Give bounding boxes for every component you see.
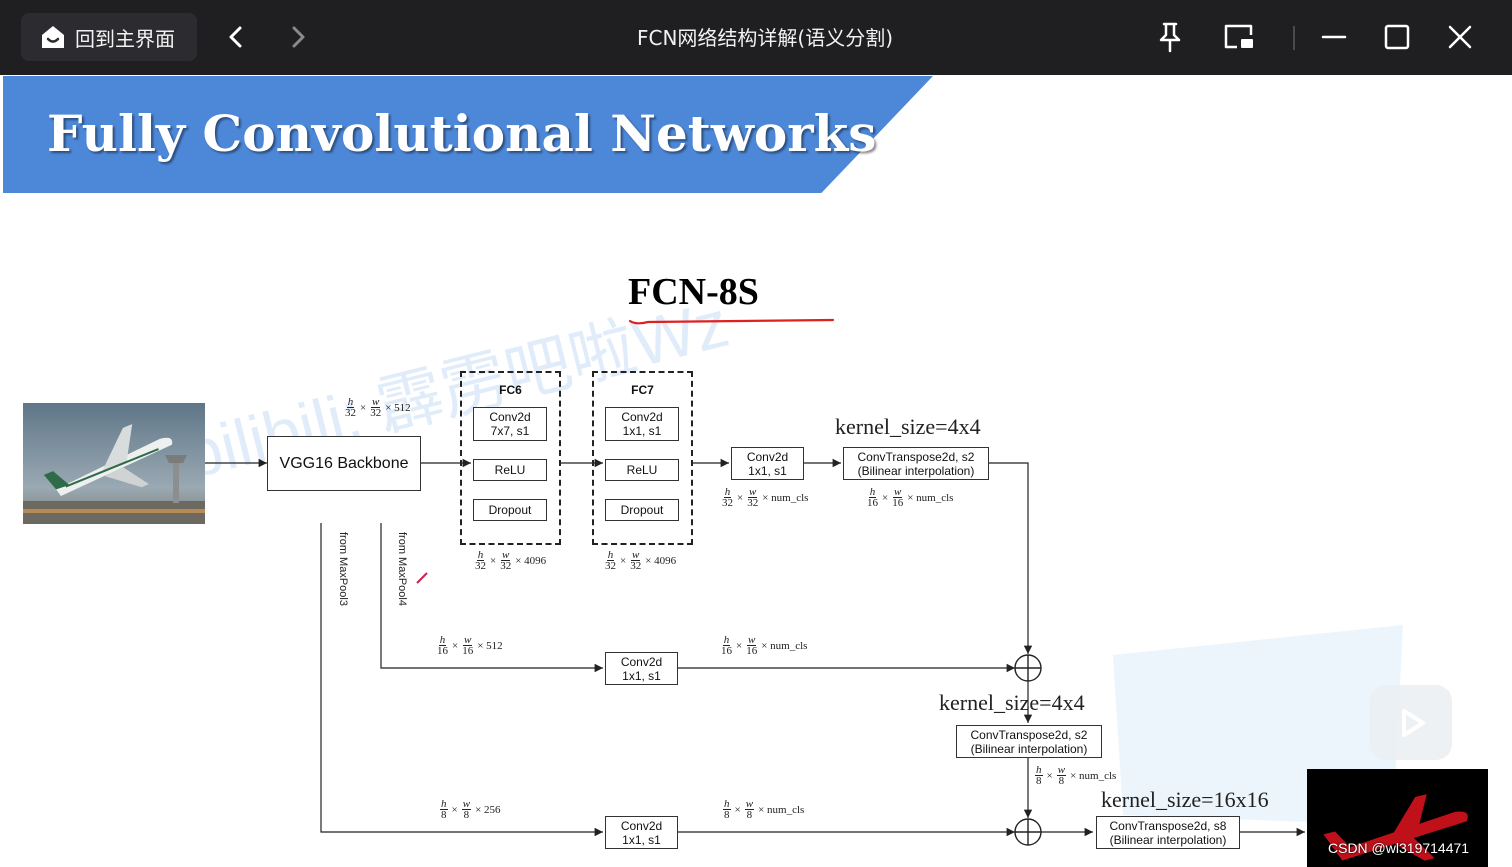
home-icon (39, 23, 67, 51)
slide-heading: FCN-8S (628, 271, 759, 313)
from-maxpool4-label: from MaxPool4 (396, 532, 408, 606)
sum-node (1014, 654, 1042, 846)
fc6-dropout-layer: Dropout (473, 499, 547, 521)
fc6-relu-label: ReLU (494, 463, 526, 477)
chevron-right-icon[interactable] (280, 19, 316, 55)
window-title: FCN网络结构详解(语义分割) (636, 26, 894, 50)
transpose-conv-3: ConvTranspose2d, s8(Bilinear interpolati… (1096, 816, 1240, 849)
fc6-dropout-label: Dropout (488, 503, 532, 517)
pen-cursor-icon (416, 572, 428, 584)
fc6-conv-line2: 7x7, s1 (490, 424, 530, 438)
dim-h: h (346, 396, 355, 408)
from-maxpool3-label: from MaxPool3 (337, 532, 349, 606)
maximize-icon[interactable] (1379, 19, 1415, 55)
slide-banner-title: Fully Convolutional Networks (47, 104, 877, 163)
play-icon (1402, 708, 1425, 737)
home-button-label: 回到主界面 (75, 26, 175, 51)
transpose-conv-2: ConvTranspose2d, s2(Bilinear interpolati… (956, 725, 1102, 758)
slide-canvas: Fully Convolutional Networks bilibili: 霹… (3, 75, 1509, 867)
fc7-title: FC7 (631, 383, 654, 397)
heading-underline-mark (628, 318, 835, 325)
picture-in-picture-icon[interactable] (1221, 19, 1257, 55)
fc6-conv-line1: Conv2d (489, 410, 531, 424)
fc6-block (460, 371, 561, 545)
fc7-relu-layer: ReLU (605, 459, 679, 481)
window-titlebar: 回到主界面 FCN网络结构详解(语义分割) (0, 0, 1512, 75)
fc6-relu-layer: ReLU (473, 459, 547, 481)
titlebar-separator (1293, 26, 1295, 50)
chevron-left-icon[interactable] (218, 19, 254, 55)
source-credit: CSDN @wl319714471 (1328, 840, 1470, 856)
fc6-title: FC6 (499, 383, 522, 397)
pin-icon[interactable] (1152, 19, 1188, 55)
kernel-size-label-2: kernel_size=4x4 (939, 690, 1085, 715)
dim-h-denom: 32 (345, 407, 356, 419)
minimize-icon[interactable] (1316, 19, 1352, 55)
dim-channels: × 512 (385, 401, 411, 414)
fc7-block (592, 371, 693, 545)
transpose-conv-1: ConvTranspose2d, s2(Bilinear interpolati… (843, 447, 989, 480)
kernel-size-label-1: kernel_size=4x4 (835, 414, 981, 439)
slide-banner (3, 76, 933, 193)
fc7-dropout-layer: Dropout (605, 499, 679, 521)
vgg16-backbone-label: VGG16 Backbone (279, 454, 409, 472)
home-button[interactable]: 回到主界面 (21, 13, 197, 61)
diagram-connectors (205, 458, 1305, 846)
video-play-button[interactable] (1370, 685, 1452, 760)
input-image (23, 403, 205, 524)
vgg16-backbone-block: VGG16 Backbone (267, 436, 421, 491)
output-segmentation-image (1307, 769, 1488, 867)
kernel-size-label-3: kernel_size=16x16 (1101, 787, 1269, 812)
close-icon[interactable] (1442, 19, 1478, 55)
dim-w: w (371, 396, 381, 408)
segmentation-plane-mask (1323, 794, 1468, 861)
dim-w-denom: 32 (370, 407, 382, 419)
